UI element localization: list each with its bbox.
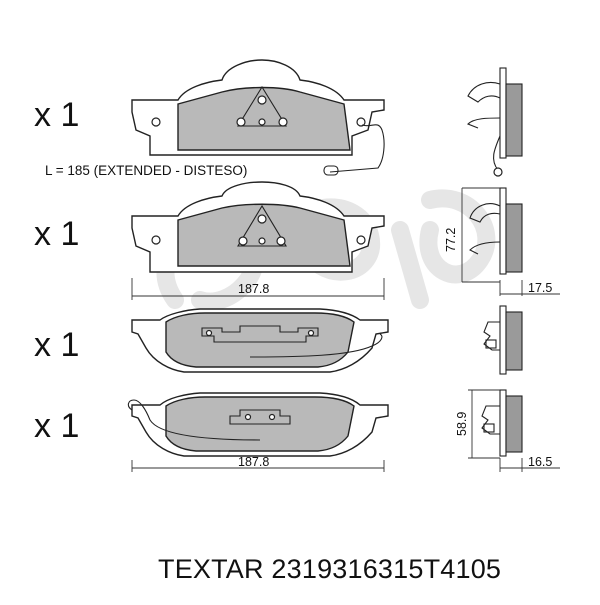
brake-pad-4: [127, 392, 389, 472]
side-view-2: [461, 187, 560, 296]
side-view-3: [483, 305, 523, 375]
pad-1-hole-ear-right: [356, 117, 366, 127]
quantity-label-3: x 1: [34, 326, 80, 364]
pad-1-hole-right: [278, 117, 288, 127]
pad-2-hole-center: [258, 237, 266, 245]
pad-4-rivet-left: [244, 413, 252, 421]
pad-2-hole-ear-left: [151, 235, 161, 245]
pad-3-wear-sensor-wire: [249, 333, 383, 358]
pad-1-hole-ear-left: [151, 117, 161, 127]
thickness-dimension-bottom: 16.5: [528, 455, 553, 469]
pad-2-triangle-mark: [237, 204, 287, 247]
pad-3-friction-material: [165, 312, 355, 368]
side-view-4: [468, 389, 560, 472]
pad-1-triangle-mark: [237, 85, 287, 127]
brake-pad-1: [131, 59, 385, 176]
pad-1-hole-left: [236, 117, 246, 127]
pad-4-wear-sensor-wire: [127, 399, 261, 441]
brand-name: TEXTAR: [158, 554, 264, 584]
part-caption: TEXTAR 2319316315T4105: [158, 554, 501, 585]
width-dimension-bottom: 187.8: [238, 455, 270, 469]
pad-4-rivet-right: [268, 413, 276, 421]
pad-1-wear-sensor-wire: [329, 124, 385, 173]
pad-2-hole-right: [276, 236, 286, 246]
pad-1-friction-material: [177, 86, 351, 151]
height-dimension-bottom: 58.9: [455, 411, 469, 436]
quantity-label-4: x 1: [34, 407, 80, 445]
thickness-dimension-top: 17.5: [528, 281, 553, 295]
brake-pad-2: [131, 181, 385, 300]
pad-4-backing-clip: [229, 409, 291, 425]
pad-2-friction-material: [177, 203, 351, 267]
height-dimension-top: 77.2: [444, 227, 458, 252]
pad-2-hole-ear-right: [356, 235, 366, 245]
side-view-1: [467, 67, 523, 177]
pad-1-hole-center: [258, 118, 266, 126]
pad-1-sensor-connector: [323, 165, 339, 176]
part-number: 2319316315T4105: [271, 554, 502, 584]
pad-2-hole-left: [238, 236, 248, 246]
pad-3-rivet-left: [205, 329, 213, 337]
quantity-label-2: x 1: [34, 215, 80, 253]
sensor-length-label: L = 185 (EXTENDED - DISTESO): [45, 163, 248, 178]
pad-2-hole-top: [257, 214, 267, 224]
pad-3-rivet-right: [307, 329, 315, 337]
pad-1-hole-top: [257, 95, 267, 105]
width-dimension-top: 187.8: [238, 282, 270, 296]
quantity-label-1: x 1: [34, 96, 80, 134]
pad-3-backing-clip: [201, 325, 319, 343]
brake-pad-3: [131, 308, 389, 373]
